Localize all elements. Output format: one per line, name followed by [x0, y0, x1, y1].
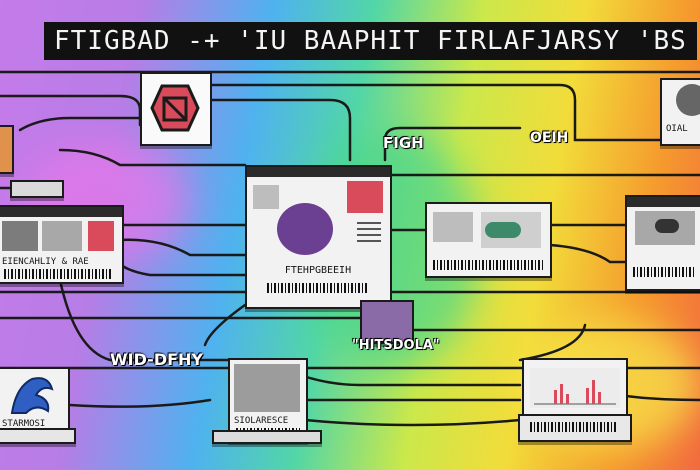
left-card-caption: EIENCAHLIY & RAE [2, 257, 89, 267]
bottom-mid-card-caption: SIOLARESCE [234, 416, 289, 426]
top-right-card-caption: OIAL [666, 124, 688, 134]
left-document-card: EIENCAHLIY & RAE [0, 205, 124, 284]
center-main-card: FTEHPGBEEIH [245, 165, 392, 309]
bar-chart-icon [530, 368, 620, 408]
image-slot [88, 221, 114, 251]
card-titlebar [627, 197, 700, 207]
middle-right-card [425, 202, 552, 278]
label-right-top: OEIH [530, 130, 569, 146]
top-right-card: OIAL [660, 78, 700, 146]
label-bottom-left: WID-DFHY [110, 350, 204, 369]
side-stub-card [0, 125, 14, 174]
bottom-right-chart-card [522, 358, 628, 420]
bottom-right-tray [518, 414, 632, 442]
barcode [633, 267, 695, 277]
barcode [433, 260, 543, 270]
image-slot [347, 181, 383, 213]
label-middle-top: FIGH [383, 134, 424, 152]
bottom-left-card-caption: STARMOSI [2, 419, 46, 429]
grey-circle [676, 84, 700, 116]
image-slot [253, 185, 279, 209]
page-title: FTIGBAD -+ 'IU BAAPHIT FIRLAFJARSY 'BS [44, 22, 697, 60]
purple-blob [277, 203, 333, 255]
barcode [530, 422, 618, 432]
logo-card [140, 72, 212, 146]
card-titlebar [0, 207, 122, 217]
image-slot [234, 364, 300, 412]
image-slot [2, 221, 38, 251]
bottom-middle-tray [212, 430, 322, 444]
image-slot [433, 212, 473, 242]
card-titlebar [247, 167, 390, 177]
green-mark [485, 222, 521, 238]
bottom-left-tray [0, 428, 76, 444]
bottom-middle-card: SIOLARESCE [228, 358, 308, 442]
label-bottom-center: "HITSDOLA" [352, 338, 440, 353]
right-document-card [625, 195, 700, 291]
dark-mark [655, 219, 679, 233]
barcode [267, 283, 367, 293]
purple-box [360, 300, 414, 344]
barcode [4, 269, 112, 279]
hex-logo-icon [150, 84, 200, 132]
image-slot [42, 221, 82, 251]
blue-emblem-icon [10, 377, 54, 414]
text-lines [357, 222, 381, 246]
center-card-caption: FTEHPGBEEIH [284, 265, 352, 276]
tray-card [10, 180, 64, 198]
